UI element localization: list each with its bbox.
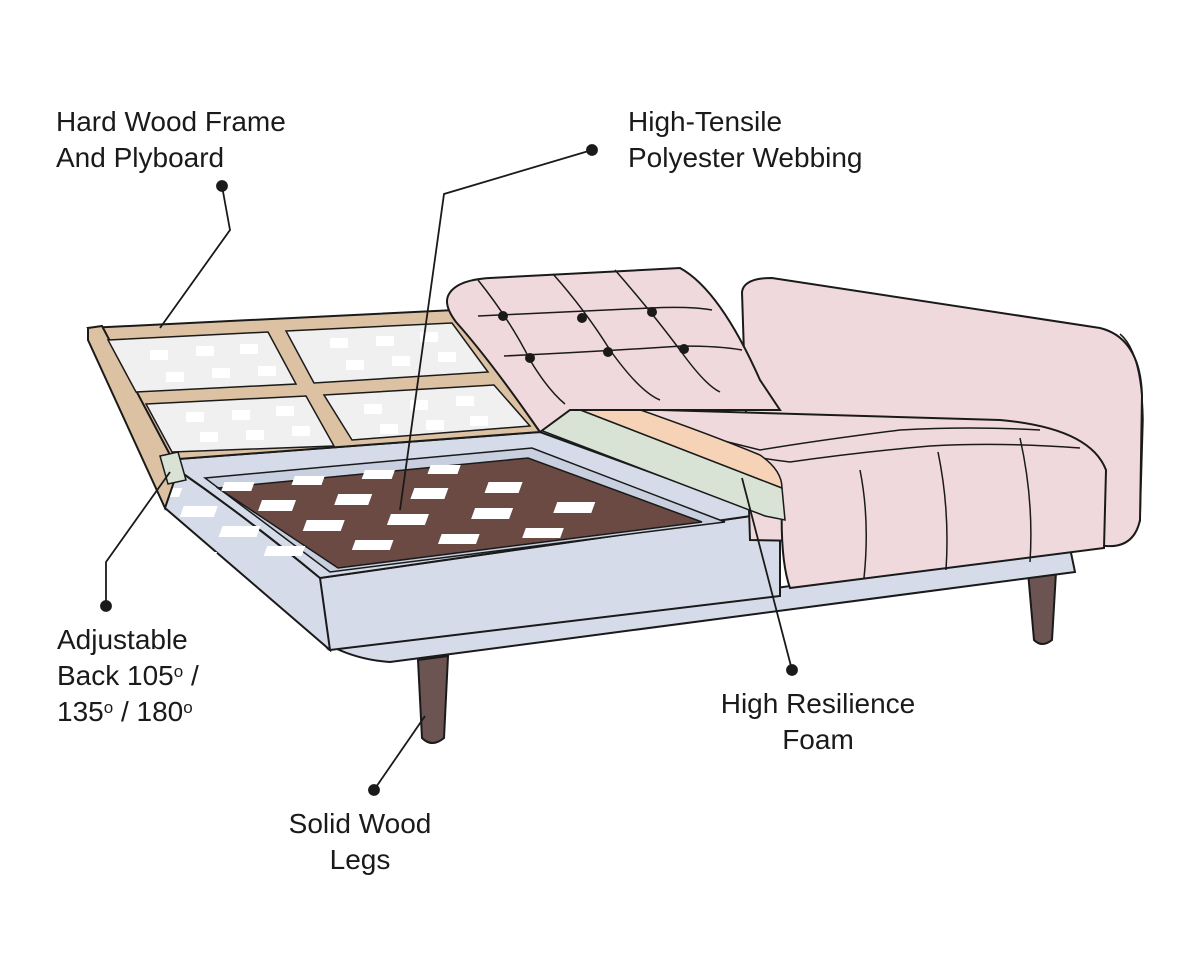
degree-symbol: o (103, 698, 114, 717)
label-back-line2-prefix: Back 105 (57, 660, 174, 691)
label-back-line2: Back 105o / (57, 658, 199, 694)
label-foam-line1: High Resilience (720, 688, 916, 719)
front-leg (416, 654, 450, 744)
leader-legs (368, 715, 426, 796)
label-solid-wood-legs: Solid Wood Legs (258, 806, 462, 878)
label-hard-wood-frame: Hard Wood Frame And Plyboard (56, 104, 286, 176)
label-back-line3-mid: / 180 (113, 696, 184, 727)
label-polyester-webbing: High-Tensile Polyester Webbing (628, 104, 863, 176)
leader-back (100, 471, 171, 612)
tufted-backrest (446, 266, 782, 434)
degree-symbol: o (183, 698, 193, 717)
label-back-line3-a: 135 (57, 696, 104, 727)
leader-foam (741, 477, 798, 676)
label-back-line3: 135o / 180o (57, 694, 199, 730)
leader-webbing (399, 144, 598, 511)
label-frame-line1: Hard Wood Frame (56, 106, 286, 137)
label-back-line1: Adjustable (57, 624, 188, 655)
label-legs-line2: Legs (329, 844, 391, 875)
leader-frame (159, 180, 231, 329)
label-frame-line2: And Plyboard (56, 142, 225, 173)
label-webbing-line1: High-Tensile (628, 106, 783, 137)
label-back-line2-suffix: / (183, 660, 199, 691)
label-legs-line1: Solid Wood (288, 808, 432, 839)
rear-leg (1026, 571, 1058, 645)
label-webbing-line2: Polyester Webbing (628, 142, 863, 173)
board-texture (150, 332, 488, 442)
label-foam-line2: Foam (782, 724, 854, 755)
label-adjustable-back: Adjustable Back 105o / 135o / 180o (57, 622, 199, 730)
webbing-gaps (78, 465, 596, 562)
polyester-webbing (78, 457, 703, 569)
label-high-resilience-foam: High Resilience Foam (700, 686, 936, 758)
wood-frame (86, 308, 542, 511)
degree-symbol: o (173, 662, 184, 681)
